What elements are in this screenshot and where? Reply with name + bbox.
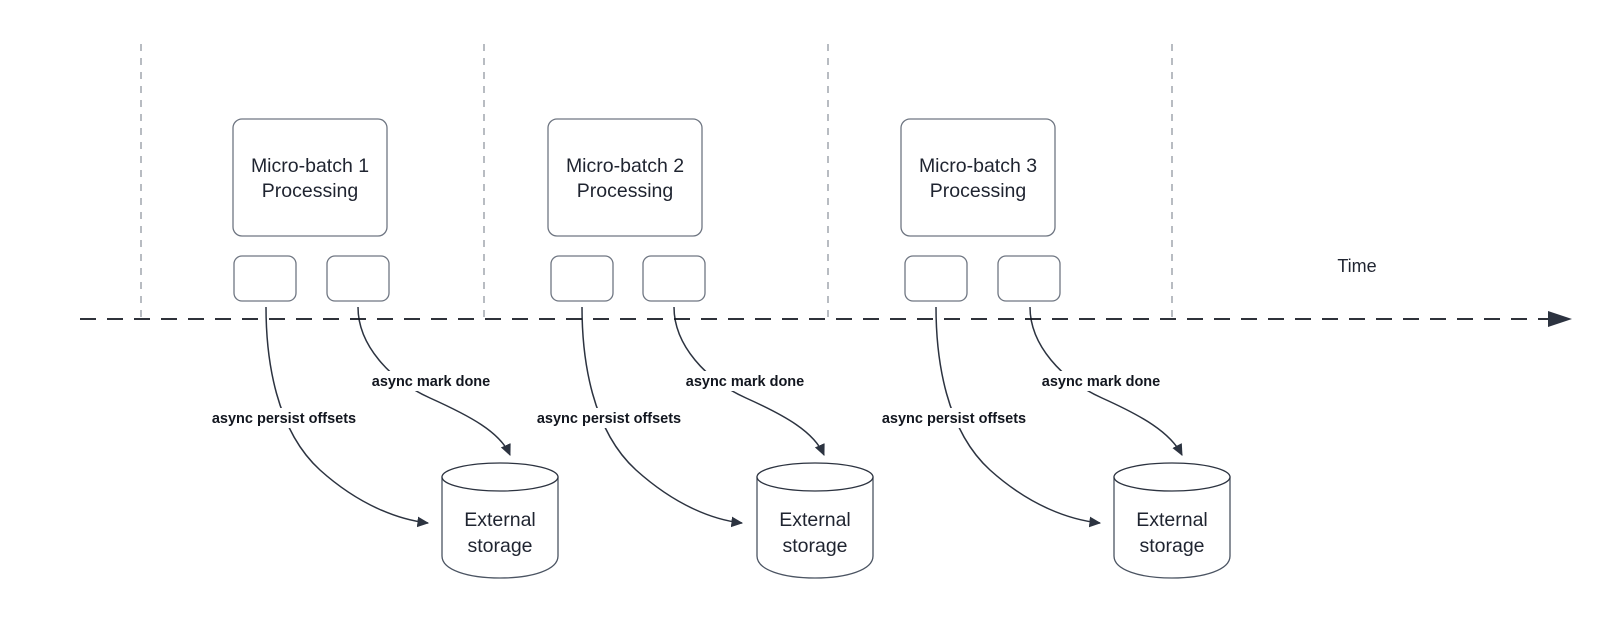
edge-mark-1 (357, 306, 511, 456)
micro-batch-3-task-box-left[interactable] (904, 255, 968, 302)
external-storage-1[interactable]: External storage (441, 462, 559, 579)
edge-label-mask-persist-3 (866, 408, 1042, 428)
external-storage-2[interactable]: External storage (756, 462, 874, 579)
edge-persist-2 (581, 306, 744, 528)
micro-batch-2-task-box-right[interactable] (642, 255, 706, 302)
micro-batch-2-task-box-left[interactable] (550, 255, 614, 302)
micro-batch-3-title-line2: Processing (930, 180, 1026, 202)
micro-batch-3-task-box-right[interactable] (997, 255, 1061, 302)
external-storage-3[interactable]: External storage (1113, 462, 1231, 579)
flow-edges (265, 306, 1183, 528)
external-storage-2-body (756, 476, 874, 579)
boundary-lines (140, 44, 1173, 320)
time-axis: Time (80, 256, 1572, 327)
micro-batch-2-title-line1: Micro-batch 2 (566, 155, 684, 177)
micro-batch-1-title-line1: Micro-batch 1 (251, 155, 369, 177)
external-storage-1-label-line2: storage (467, 535, 532, 557)
external-storage-1-top (441, 462, 559, 492)
micro-batch-3-title-line1: Micro-batch 3 (919, 155, 1037, 177)
external-storage-1-label-line1: External (464, 509, 536, 531)
micro-batch-3-box[interactable] (900, 118, 1056, 237)
external-storage-2-label-line1: External (779, 509, 851, 531)
external-storage-2-label-line2: storage (782, 535, 847, 557)
micro-batch-1-box[interactable] (232, 118, 388, 237)
external-storage-1-body (441, 476, 559, 579)
micro-batch-2-title-line2: Processing (577, 180, 673, 202)
edge-label-mark-1: async mark done (372, 374, 490, 390)
edge-label-mark-2: async mark done (686, 374, 804, 390)
micro-batch-3-group: Micro-batch 3 Processing External storag… (866, 118, 1231, 579)
edge-mark-3 (1029, 306, 1183, 456)
external-storage-3-label-line2: storage (1139, 535, 1204, 557)
timeline-arrow-icon (1548, 311, 1572, 327)
micro-batch-2-group: Micro-batch 2 Processing External storag… (521, 118, 874, 579)
time-axis-label: Time (1337, 256, 1376, 276)
edge-label-mark-3: async mark done (1042, 374, 1160, 390)
external-storage-3-body (1113, 476, 1231, 579)
edge-label-mask-persist-1 (196, 408, 372, 428)
edge-label-mask-mark-3 (1033, 371, 1169, 391)
edge-persist-1 (265, 306, 430, 528)
micro-batch-1-task-box-left[interactable] (233, 255, 297, 302)
external-storage-2-top (756, 462, 874, 492)
edge-label-persist-1: async persist offsets (212, 411, 356, 427)
edge-label-mask-mark-1 (363, 371, 499, 391)
edge-label-persist-3: async persist offsets (882, 411, 1026, 427)
micro-batch-1-group: Micro-batch 1 Processing External storag… (196, 118, 559, 579)
micro-batch-2-box[interactable] (547, 118, 703, 237)
micro-batch-1-task-box-right[interactable] (326, 255, 390, 302)
external-storage-3-label-line1: External (1136, 509, 1208, 531)
edge-persist-3 (935, 306, 1102, 528)
external-storage-3-top (1113, 462, 1231, 492)
micro-batch-1-title-line2: Processing (262, 180, 358, 202)
edge-label-mask-mark-2 (677, 371, 813, 391)
edge-label-persist-2: async persist offsets (537, 411, 681, 427)
edge-label-mask-persist-2 (521, 408, 697, 428)
edge-mark-2 (673, 306, 825, 456)
